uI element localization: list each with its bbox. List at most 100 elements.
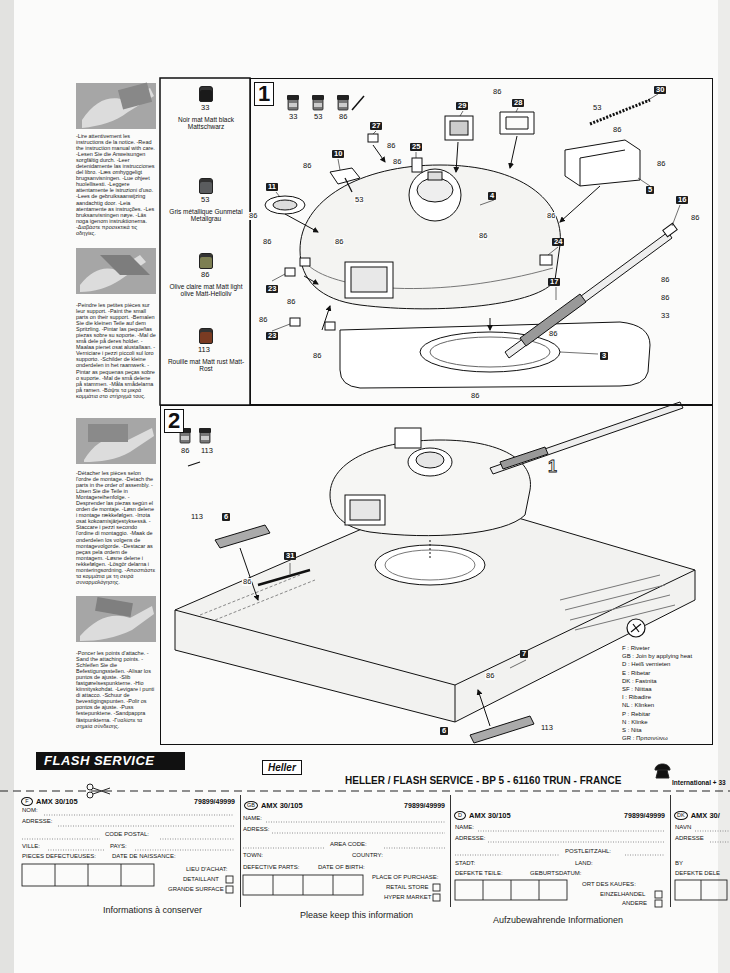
paint-code: 33 (288, 113, 298, 121)
form-graphics (0, 764, 730, 907)
paint-code: 33 (200, 104, 210, 112)
paint-code: 53 (200, 196, 210, 204)
form-field: NAME: (455, 824, 474, 831)
glue-note: GB : Join by applying heat (622, 653, 692, 660)
form-field: BY (675, 860, 683, 867)
part-number: 6 (222, 513, 230, 521)
paper-shadow (0, 0, 14, 973)
paint-code: 86 (200, 271, 210, 279)
form-field: EINZELHANDEL (600, 891, 645, 898)
form-field: PAYS: (110, 843, 127, 850)
paint-code: 86 (392, 158, 402, 166)
part-number: 27 (370, 122, 382, 130)
paint-name: Gris métallique Gunmetal Metallgrau (166, 208, 246, 223)
form-note: Informations à conserver (103, 906, 202, 916)
paint-code: 86 (546, 212, 556, 220)
coupon-box: GBAMX 30/10579899/49999 (240, 795, 448, 907)
country-code: GB (244, 801, 258, 810)
form-field: ADRESSE: (22, 818, 52, 825)
form-field: DATE OF BIRTH: (318, 864, 365, 871)
part-number: 25 (410, 143, 422, 151)
form-field: DEFECTIVE PARTS: (243, 864, 299, 871)
step-panel: 2 (160, 405, 713, 745)
paint-swatch (199, 328, 213, 344)
coupon-header: DKAMX 30/ (674, 811, 727, 820)
leader-lines (272, 94, 680, 354)
glue-note: N : Klinke (622, 719, 648, 726)
kit-name: AMX 30/105 (36, 797, 78, 806)
paint-code: 53 (354, 196, 364, 204)
form-field: DEFEKTE TEILE: (455, 870, 503, 877)
part-number: 28 (512, 99, 524, 107)
part-number: 7 (520, 650, 528, 658)
kit-name: AMX 30/ (691, 811, 720, 820)
part-number: 30 (654, 86, 666, 94)
form-field: LAND: (575, 860, 593, 867)
paint-code: 113 (200, 447, 214, 455)
paint-code: 86 (660, 294, 670, 302)
part-number: 6 (440, 727, 448, 735)
kit-name: AMX 30/105 (261, 801, 303, 810)
form-field: NAME: (243, 815, 262, 822)
paint-code: 86 (478, 232, 488, 240)
form-field: PIECES DEFECTUEUSES: (22, 853, 96, 860)
form-field: DEFEKTE DELE (675, 870, 720, 877)
paint-code: 86 (258, 316, 268, 324)
form-field: ORT DES KAUFES: (582, 881, 636, 888)
form-field: POSTLEITZAHL: (565, 848, 611, 855)
form-note: Aufzubewahrende Informationen (493, 916, 623, 926)
form-field: DATE DE NAISSANCE: (112, 853, 176, 860)
country-code: F (21, 797, 33, 806)
glue-note: GR : Πριτσινώνω (622, 735, 668, 742)
paint-legend-item: Rouille mat Matt rust Matt-Rost (166, 328, 246, 373)
form-field: ADRESSE: (455, 835, 485, 842)
form-field: ANDERE (622, 900, 647, 907)
form-field: PLACE OF PURCHASE: (372, 874, 438, 881)
instruction-text: -Lire attentivement les instructions de … (76, 133, 156, 236)
form-field: LIEU D'ACHAT: (186, 866, 227, 873)
form-field: TOWN: (243, 852, 263, 859)
part-number: 24 (552, 238, 564, 246)
part-number: 5 (646, 186, 654, 194)
form-field: NAVN (675, 824, 691, 831)
part-number: 31 (284, 552, 296, 560)
paint-code: 113 (190, 513, 204, 521)
coupon-box: DAMX 30/10579899/49999 (450, 795, 668, 907)
paint-code: 86 (338, 113, 348, 121)
kit-reference: 79899/49999 (624, 812, 665, 819)
part-number: 3 (600, 352, 608, 360)
step-number: 2 (164, 409, 184, 433)
part-number: 16 (676, 196, 688, 204)
paint-swatch (199, 86, 213, 102)
paint-code: 53 (592, 104, 602, 112)
form-field: GRANDE SURFACE (168, 886, 224, 893)
paint-code: 113 (197, 346, 211, 354)
form-field: VILLE: (22, 843, 40, 850)
phone-number: International + 33 (672, 779, 726, 786)
paint-code: 86 (492, 88, 502, 96)
paint-name: Olive claire mat Matt light olive Matt-H… (166, 283, 246, 298)
paint-code: 86 (248, 212, 258, 220)
paint-legend-item: Olive claire mat Matt light olive Matt-H… (166, 253, 246, 298)
part-number: 23 (266, 332, 278, 340)
paint-swatch (199, 253, 213, 269)
paint-code: 86 (180, 447, 190, 455)
paint-code: 86 (690, 214, 700, 222)
part-number: 17 (548, 278, 560, 286)
glue-note: DK : Fastnita (622, 678, 657, 685)
brand-logo: Heller (262, 760, 302, 775)
paint-code: 86 (612, 126, 622, 134)
form-field: STADT: (455, 860, 475, 867)
instruction-text: -Détacher les pièces selon l'ordre de mo… (76, 470, 156, 585)
paint-code: 86 (312, 352, 322, 360)
glue-note: P : Rebitar (622, 711, 650, 718)
assembly-ref: 1 (548, 458, 557, 476)
part-number: 4 (488, 192, 496, 200)
paint-name: Noir mat Matt black Mattschwarz (166, 116, 246, 131)
coupon-box: DKAMX 30/ (670, 795, 730, 907)
glue-note: F : Riveter (622, 645, 650, 652)
step2-drawing (175, 402, 695, 743)
paper-shadow (718, 0, 730, 973)
form-field: RETAIL STORE (386, 884, 429, 891)
